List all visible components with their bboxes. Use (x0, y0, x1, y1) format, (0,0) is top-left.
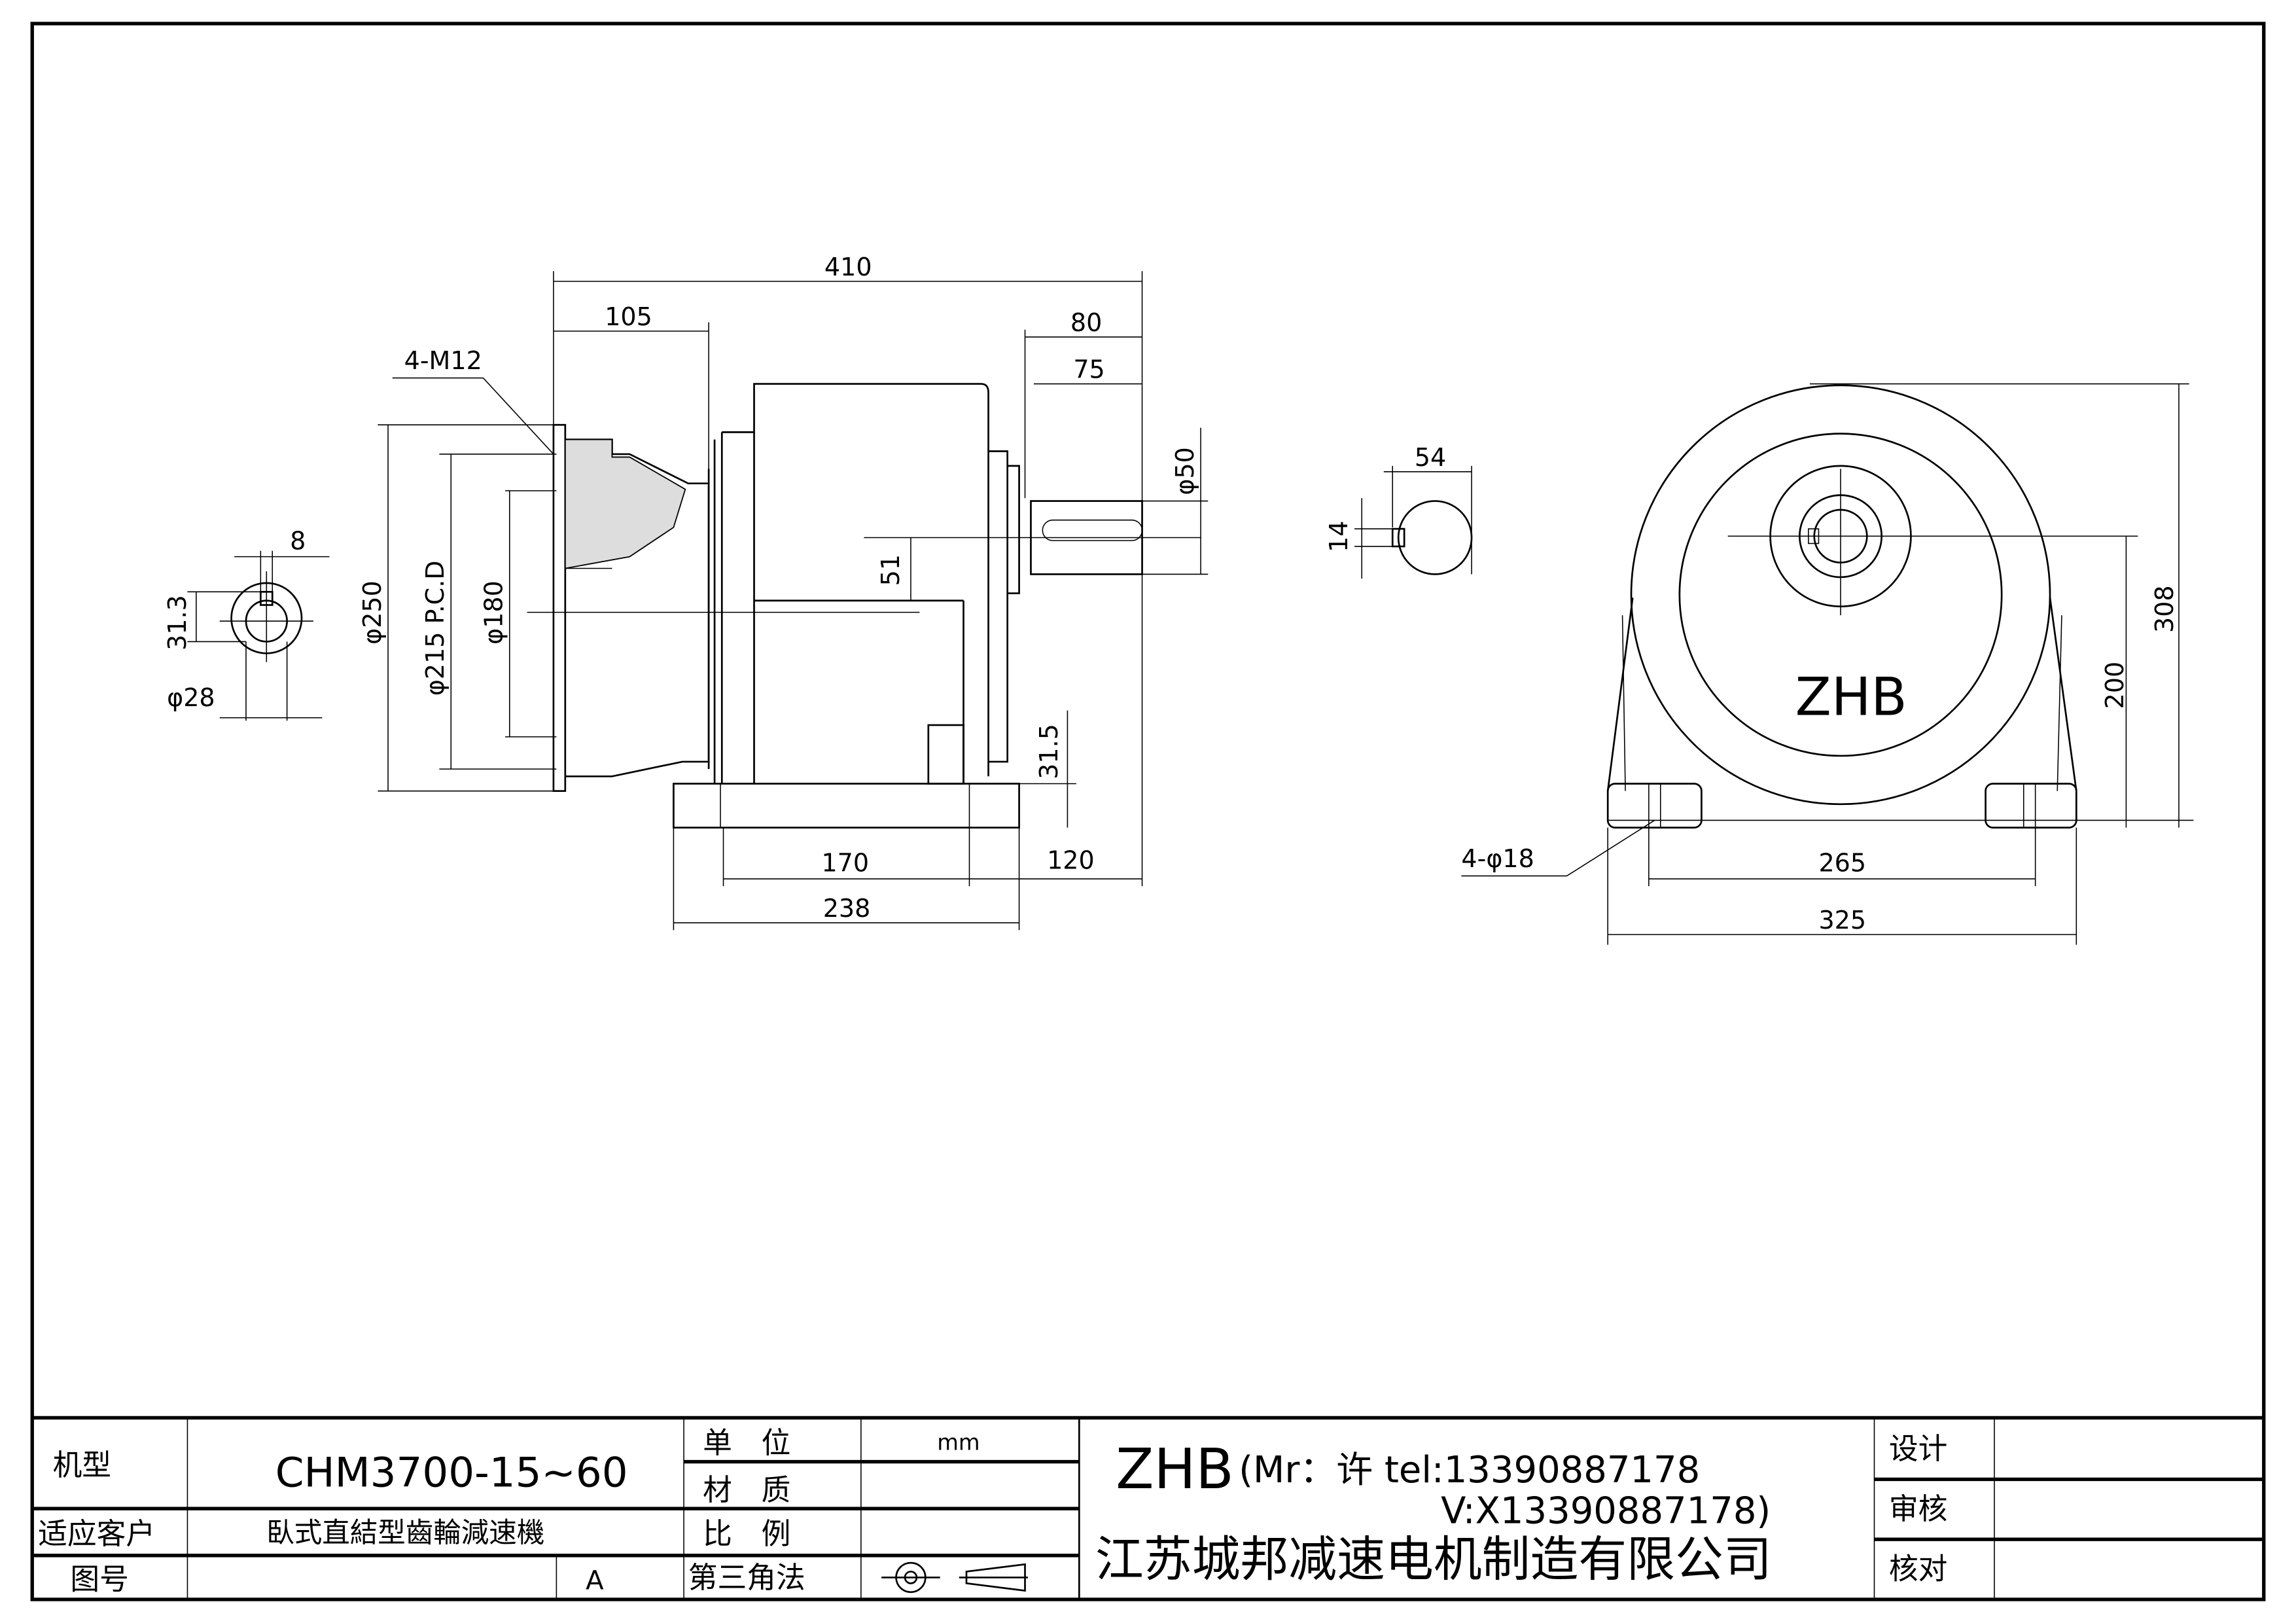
dim-spigot: φ180 (480, 580, 508, 645)
side-view: 410 105 80 75 φ50 51 31.5 170 120 238 φ2… (358, 253, 1209, 931)
dim-overall-height: 308 (2150, 585, 2179, 633)
contact-line1: (Mr：许 tel:13390887178 (1239, 1449, 1700, 1491)
dim-front-hole-spacing: 265 (1818, 849, 1866, 878)
drawing-no-label: 图号 (70, 1561, 129, 1596)
customer-label: 适应客户 (38, 1516, 155, 1551)
dim-flange-od: φ250 (358, 580, 387, 645)
front-view-logo: ZHB (1795, 666, 1907, 727)
dim-shaft-offset: 51 (876, 554, 905, 586)
dim-pcd: φ215 P.C.D (421, 560, 450, 696)
dim-shaft-to-foot: 120 (1047, 846, 1095, 874)
dim-foot-thickness: 31.5 (1034, 724, 1063, 779)
dim-key-width: 8 (290, 526, 306, 555)
dim-hole-spacing: 170 (821, 849, 869, 878)
drawing-border (30, 22, 2266, 1601)
dim-bore-dia: φ28 (167, 683, 215, 712)
dim-shaft-length: 80 (1070, 308, 1102, 337)
dim-key-length: 75 (1073, 355, 1104, 384)
unit-label: 单 位 (703, 1425, 790, 1460)
dim-bolts: 4-M12 (404, 346, 482, 375)
dim-shaft-key-depth: 54 (1415, 443, 1446, 472)
dim-holes: 4-φ18 (1461, 844, 1534, 873)
dim-overall-length: 410 (824, 253, 872, 281)
material-label: 材 质 (703, 1472, 790, 1507)
model-label: 机型 (53, 1448, 112, 1482)
brand: ZHB (1116, 1437, 1234, 1502)
dim-key-depth: 31.3 (163, 595, 192, 651)
projection-label: 第三角法 (688, 1560, 805, 1595)
third-angle-projection-icon (881, 1561, 1028, 1594)
flange-section-hatch (564, 438, 686, 569)
model-value: CHM3700-15~60 (275, 1449, 628, 1497)
dim-shaft-key-width: 14 (1324, 520, 1353, 552)
customer-value: 臥式直結型齒輪減速機 (266, 1518, 544, 1550)
scale-label: 比 例 (703, 1516, 790, 1551)
dim-base-width: 325 (1818, 906, 1866, 935)
dim-center-height: 200 (2100, 662, 2129, 709)
shaft-section: 54 14 (1324, 443, 1473, 579)
dim-flange-depth: 105 (605, 302, 652, 331)
unit-value: mm (937, 1430, 980, 1455)
revision: A (586, 1565, 604, 1596)
design-label: 设计 (1889, 1431, 1948, 1466)
title-block: 机型 CHM3700-15~60 适应客户 臥式直結型齒輪減速機 图号 A 单 … (32, 1416, 2264, 1599)
dim-shaft-dia: φ50 (1171, 447, 1199, 495)
dim-foot-length: 238 (823, 894, 871, 923)
foot (673, 783, 1020, 829)
input-bore-detail: 8 31.3 φ28 (163, 526, 330, 721)
front-view: ZHB 308 200 265 325 4-φ18 (1461, 383, 2194, 945)
contact-line2: V:X13390887178) (1441, 1490, 1771, 1533)
review-label: 审核 (1889, 1491, 1948, 1526)
check-label: 核对 (1889, 1552, 1948, 1586)
company-name: 江苏城邦减速电机制造有限公司 (1095, 1531, 1772, 1588)
